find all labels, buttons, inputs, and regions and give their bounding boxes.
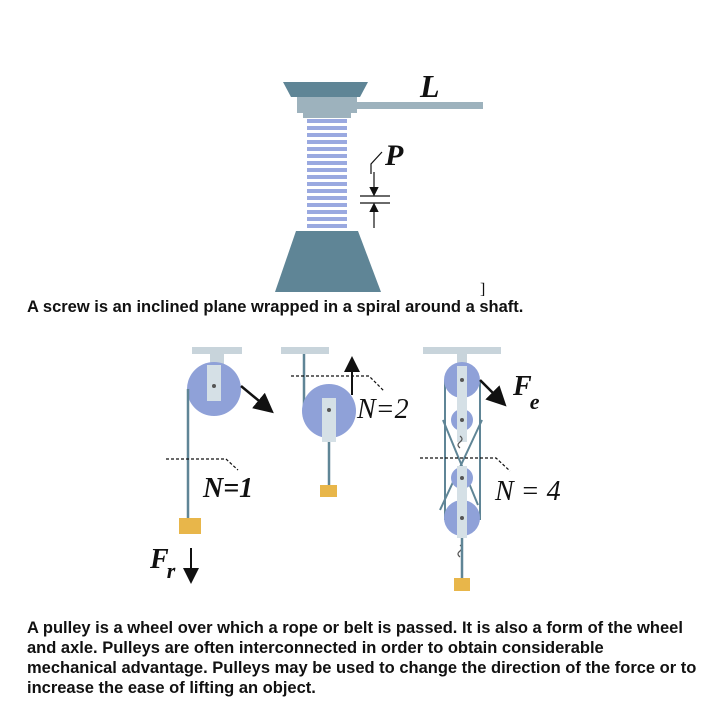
label-N2: N=2 bbox=[356, 394, 409, 425]
pulley4-ropes bbox=[439, 380, 483, 520]
pulley1-ceiling-plate bbox=[192, 347, 242, 354]
pulley1-axle bbox=[212, 384, 216, 388]
pulley2-axle bbox=[327, 408, 331, 412]
stray-bracket: ] bbox=[480, 281, 485, 298]
screw-collar bbox=[303, 113, 351, 118]
pulley-caption: A pulley is a wheel over which a rope or… bbox=[27, 619, 697, 697]
screw-top-cap bbox=[283, 82, 368, 97]
pulley4-hook-1 bbox=[457, 435, 463, 449]
pulley2-strap bbox=[322, 398, 336, 442]
screw-jack: L P ] bbox=[275, 68, 485, 298]
pulley2-weight bbox=[320, 485, 337, 497]
pulley4-axle-4 bbox=[460, 516, 464, 520]
label-P: P bbox=[384, 139, 404, 172]
pulley4-upper-strap bbox=[457, 366, 467, 442]
pulley-block-and-tackle: N = 4 Fe bbox=[420, 347, 561, 591]
label-N4: N = 4 bbox=[494, 476, 561, 507]
pulley4-effort-arrow bbox=[479, 379, 507, 407]
pulley-single-fixed: N=1 Fr bbox=[149, 347, 274, 584]
screw-caption: A screw is an inclined plane wrapped in … bbox=[27, 298, 524, 316]
pulley1-strap bbox=[207, 365, 221, 401]
pulley4-ceiling-plate bbox=[423, 347, 501, 354]
screw-head bbox=[297, 97, 357, 113]
pulley1-weight bbox=[179, 518, 201, 534]
label-L: L bbox=[419, 68, 440, 104]
pulley2-leader bbox=[291, 375, 385, 392]
pulley1-effort-arrow bbox=[240, 385, 274, 414]
pulley4-axle-1 bbox=[460, 378, 464, 382]
label-Fe: Fe bbox=[512, 371, 540, 414]
pulley4-axle-3 bbox=[460, 476, 464, 480]
pulley-single-movable: N=2 bbox=[281, 347, 409, 497]
screw-threaded-shaft bbox=[307, 118, 347, 231]
label-Fr: Fr bbox=[149, 544, 176, 583]
label-N1: N=1 bbox=[202, 473, 253, 504]
pulley4-leader bbox=[420, 457, 511, 472]
pulley4-lower-strap bbox=[457, 466, 467, 538]
pitch-indicator bbox=[360, 151, 390, 228]
screw-base bbox=[275, 231, 381, 292]
pulley4-weight bbox=[454, 578, 470, 591]
pulley1-leader bbox=[166, 458, 239, 471]
screw-lever-bar bbox=[353, 102, 483, 109]
pulley2-ceiling-plate bbox=[281, 347, 329, 354]
pulley4-axle-2 bbox=[460, 418, 464, 422]
